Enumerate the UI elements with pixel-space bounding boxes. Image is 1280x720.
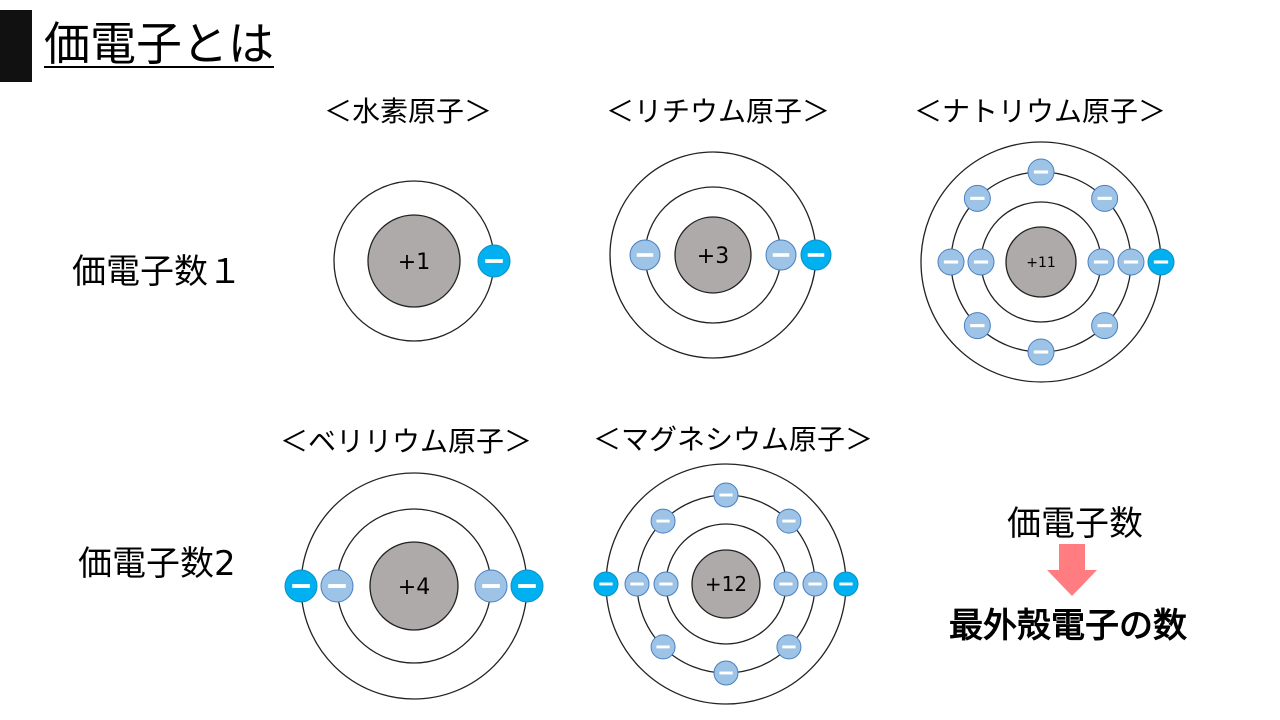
inner-electron (937, 248, 965, 276)
atom-label-hydrogen: ＜水素原子＞ (323, 95, 493, 128)
inner-electron (1091, 184, 1119, 212)
nucleus-charge: +4 (398, 575, 430, 600)
page-title: 価電子とは (44, 17, 274, 71)
minus-icon (1123, 260, 1139, 264)
atom-magnesium: +12 (593, 463, 859, 705)
valence-electron (833, 571, 859, 597)
inner-electron (773, 571, 799, 597)
inner-electron (713, 482, 739, 508)
inner-electron (474, 569, 508, 603)
minus-icon (1033, 170, 1049, 174)
minus-icon (1093, 260, 1109, 264)
nucleus (367, 214, 461, 308)
minus-icon (782, 519, 796, 523)
note-outer-shell-count: 最外殻電子の数 (949, 606, 1187, 646)
atom-label-magnesium: ＜マグネシウム原子＞ (592, 423, 874, 456)
atom-sodium: +11 (920, 141, 1175, 383)
minus-icon (659, 582, 673, 586)
minus-icon (1097, 324, 1112, 328)
inner-electron (967, 248, 995, 276)
row-label-valence-2: 価電子数2 (78, 544, 236, 584)
minus-icon (970, 196, 985, 200)
note-valence-count: 価電子数 (1007, 504, 1143, 544)
valence-electron (477, 244, 511, 278)
nucleus-charge: +1 (398, 250, 430, 275)
inner-electron (765, 239, 797, 271)
nucleus-charge: +12 (705, 572, 747, 596)
minus-icon (1097, 196, 1112, 200)
nucleus (1005, 226, 1077, 298)
minus-icon (328, 584, 346, 588)
minus-icon (656, 645, 670, 649)
minus-icon (943, 260, 959, 264)
atom-lithium: +3 (609, 151, 832, 359)
inner-electron (624, 571, 650, 597)
minus-icon (482, 584, 500, 588)
atom-hydrogen: +1 (333, 180, 511, 342)
inner-electron (713, 660, 739, 686)
atom-beryllium: +4 (284, 472, 544, 700)
inner-electron (653, 571, 679, 597)
inner-electron (650, 634, 676, 660)
valence-electron (510, 569, 544, 603)
inner-electron (650, 508, 676, 534)
minus-icon (808, 582, 822, 586)
inner-electron (320, 569, 354, 603)
minus-icon (772, 253, 790, 257)
atom-label-sodium: ＜ナトリウム原子＞ (913, 95, 1167, 128)
minus-icon (636, 253, 654, 257)
minus-icon (970, 324, 985, 328)
minus-icon (1153, 260, 1169, 264)
minus-icon (839, 582, 853, 586)
minus-icon (1033, 350, 1049, 354)
nucleus-charge: +11 (1026, 255, 1056, 271)
nucleus (369, 541, 459, 631)
inner-electron (629, 239, 661, 271)
nucleus (691, 549, 761, 619)
minus-icon (599, 582, 613, 586)
row-label-valence-1: 価電子数１ (72, 252, 242, 292)
minus-icon (292, 584, 310, 588)
valence-electron (800, 239, 832, 271)
valence-electron (593, 571, 619, 597)
minus-icon (973, 260, 989, 264)
inner-electron (802, 571, 828, 597)
minus-icon (518, 584, 536, 588)
minus-icon (656, 519, 670, 523)
inner-electron (1087, 248, 1115, 276)
inner-electron (963, 184, 991, 212)
atom-label-beryllium: ＜ベリリウム原子＞ (279, 425, 533, 458)
inner-electron (1091, 312, 1119, 340)
title-accent-bar (0, 10, 32, 82)
minus-icon (782, 645, 796, 649)
inner-electron (1027, 338, 1055, 366)
inner-electron (1117, 248, 1145, 276)
minus-icon (719, 493, 733, 497)
valence-electron (1147, 248, 1175, 276)
inner-electron (776, 634, 802, 660)
inner-electron (776, 508, 802, 534)
minus-icon (485, 259, 503, 263)
inner-electron (963, 312, 991, 340)
minus-icon (630, 582, 644, 586)
minus-icon (807, 253, 825, 257)
nucleus (674, 216, 752, 294)
inner-electron (1027, 158, 1055, 186)
atom-label-lithium: ＜リチウム原子＞ (605, 95, 831, 128)
minus-icon (719, 671, 733, 675)
nucleus-charge: +3 (697, 244, 729, 269)
minus-icon (779, 582, 793, 586)
valence-electron (284, 569, 318, 603)
